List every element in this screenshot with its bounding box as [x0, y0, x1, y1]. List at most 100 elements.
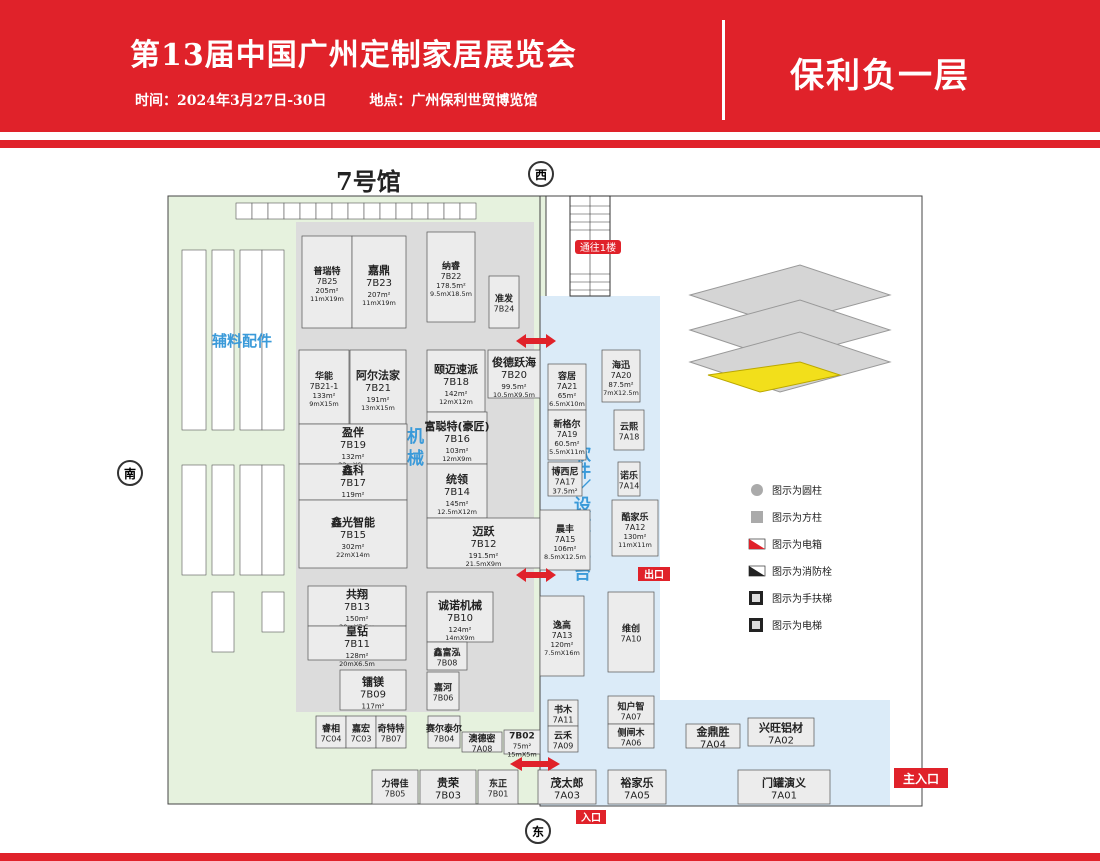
- booth-box: [547, 363, 587, 411]
- booth-text: 茂太郎: [551, 776, 584, 790]
- booth-text: 普瑞特: [313, 265, 340, 277]
- booth-box: [426, 671, 460, 711]
- booth-7B19[interactable]: 盈伴7B19132m²22mX6m: [298, 423, 408, 469]
- direction-arrows: [510, 334, 560, 771]
- booth-text: 7B21: [365, 383, 391, 394]
- booth-text: 7B04: [434, 735, 455, 744]
- booth-text: 7A14: [619, 482, 640, 491]
- zone-accessories-label: 辅料配件: [212, 332, 272, 350]
- booth-text: 103m²: [446, 447, 469, 455]
- left-booth-columns: [181, 249, 285, 653]
- booth-text: 7B07: [381, 735, 402, 744]
- main-entrance-sign: [894, 768, 948, 788]
- booth-text: 20mX6.5m: [339, 660, 375, 668]
- booth-text: 新格尔: [553, 418, 580, 430]
- booth-text: 7B19: [340, 440, 366, 451]
- legend-label: 图示为电箱: [772, 538, 822, 551]
- hall-label: 7号馆: [336, 167, 401, 196]
- booth-text: 13mX15m: [361, 404, 395, 412]
- booth-text: 7A06: [621, 739, 642, 748]
- booth-text: 盈伴: [341, 425, 364, 439]
- booth-text: 120m²: [551, 641, 574, 649]
- booth-text: 7B20: [501, 370, 527, 381]
- booth-text: 纳睿: [442, 260, 461, 272]
- booth-text: 10.5mX9.5m: [493, 391, 535, 399]
- booth-text: 7B10: [447, 613, 473, 624]
- booth-text: 7A19: [557, 430, 578, 439]
- arrow-upper: [516, 334, 556, 348]
- booth-text: 7A09: [553, 742, 574, 751]
- booth-text: 镭镁: [362, 675, 385, 689]
- to-first-floor-label: 通往1楼: [580, 241, 616, 254]
- booth-text: 裕家乐: [620, 776, 654, 790]
- booth-text: 7B23: [366, 278, 392, 289]
- booth-text: 阿尔法家: [356, 368, 401, 382]
- booth-box: [351, 235, 407, 329]
- booth-text: 65m²: [558, 392, 577, 400]
- header-banner: 第13届中国广州定制家居展览会 时间：2024年3月27日-30日 地点：广州保…: [0, 0, 1100, 132]
- legend-item: 图示为方柱: [751, 511, 822, 524]
- booth-text: 7C04: [321, 735, 342, 744]
- header-divider: [722, 20, 725, 120]
- booth-box: [298, 349, 350, 425]
- booth-box: [488, 275, 520, 329]
- booth-layer: 普瑞特7B25205m²11mX19m嘉鼎7B23207m²11mX19m纳睿7…: [298, 231, 831, 805]
- booth-text: 119m²: [342, 491, 365, 499]
- legend-item: 图示为消防栓: [748, 565, 832, 578]
- booth-text: 7B22: [441, 272, 462, 281]
- booth-box: [547, 699, 579, 727]
- booth-box: [539, 509, 591, 571]
- booth-box: [737, 769, 831, 805]
- booth-box: [747, 717, 815, 747]
- arrow-middle: [516, 568, 556, 582]
- exhibition-venue: 地点：广州保利世贸博览馆: [369, 93, 538, 109]
- legend-label: 图示为方柱: [772, 511, 822, 524]
